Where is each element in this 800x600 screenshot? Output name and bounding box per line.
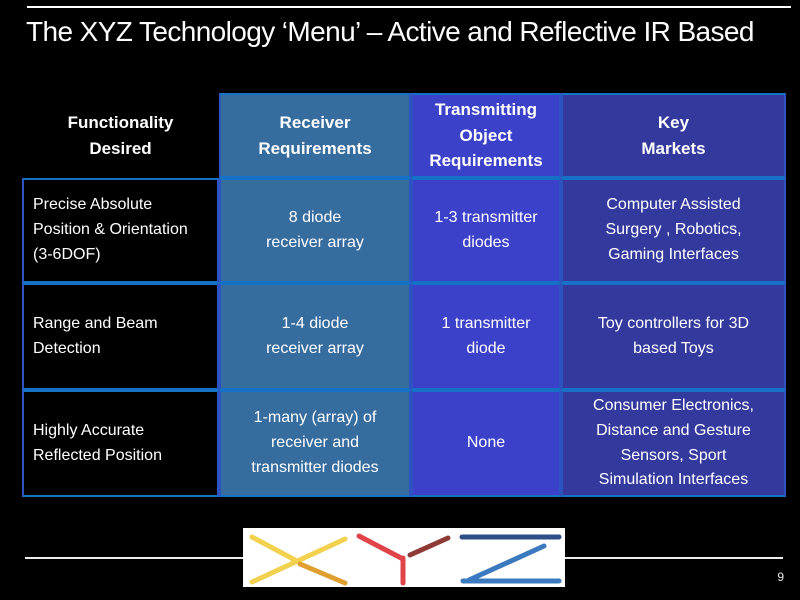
table-cell-row3-transmitting: None (411, 390, 561, 497)
table-cell-row1-transmitting: 1-3 transmitter diodes (411, 178, 561, 283)
table-cell-row2-markets: Toy controllers for 3D based Toys (561, 283, 786, 390)
table-cell-row3-markets: Consumer Electronics, Distance and Gestu… (561, 390, 786, 497)
page-number: 9 (777, 570, 784, 584)
slide-title: The XYZ Technology ‘Menu’ – Active and R… (26, 16, 754, 47)
table-cell-row2-transmitting: 1 transmitter diode (411, 283, 561, 390)
header-functionality-desired: Functionality Desired (67, 113, 174, 158)
table-cell-row1-functionality: Precise Absolute Position & Orientation … (22, 178, 219, 283)
table-cell-row1-receiver: 8 diode receiver array (219, 178, 411, 283)
table-cell-row3-receiver: 1-many (array) of receiver and transmitt… (219, 390, 411, 497)
table-cell-row3-functionality: Highly Accurate Reflected Position (22, 390, 219, 497)
xyz-logo-art (249, 533, 562, 586)
functionality-table: Functionality Desired Receiver Requireme… (22, 93, 786, 497)
title-overline (27, 6, 791, 8)
table-cell-row2-functionality: Range and Beam Detection (22, 283, 219, 390)
logo-letter-y (356, 533, 451, 586)
header-transmitting-object-requirements: Transmitting Object Requirements (411, 93, 561, 178)
table-cell-row2-receiver: 1-4 diode receiver array (219, 283, 411, 390)
table-cell-row1-markets: Computer Assisted Surgery , Robotics, Ga… (561, 178, 786, 283)
header-receiver-requirements: Receiver Requirements (219, 93, 411, 178)
xyz-logo (243, 528, 565, 587)
logo-letter-z (459, 534, 562, 584)
header-key-markets: Key Markets (561, 93, 786, 178)
logo-letter-x (249, 534, 348, 586)
